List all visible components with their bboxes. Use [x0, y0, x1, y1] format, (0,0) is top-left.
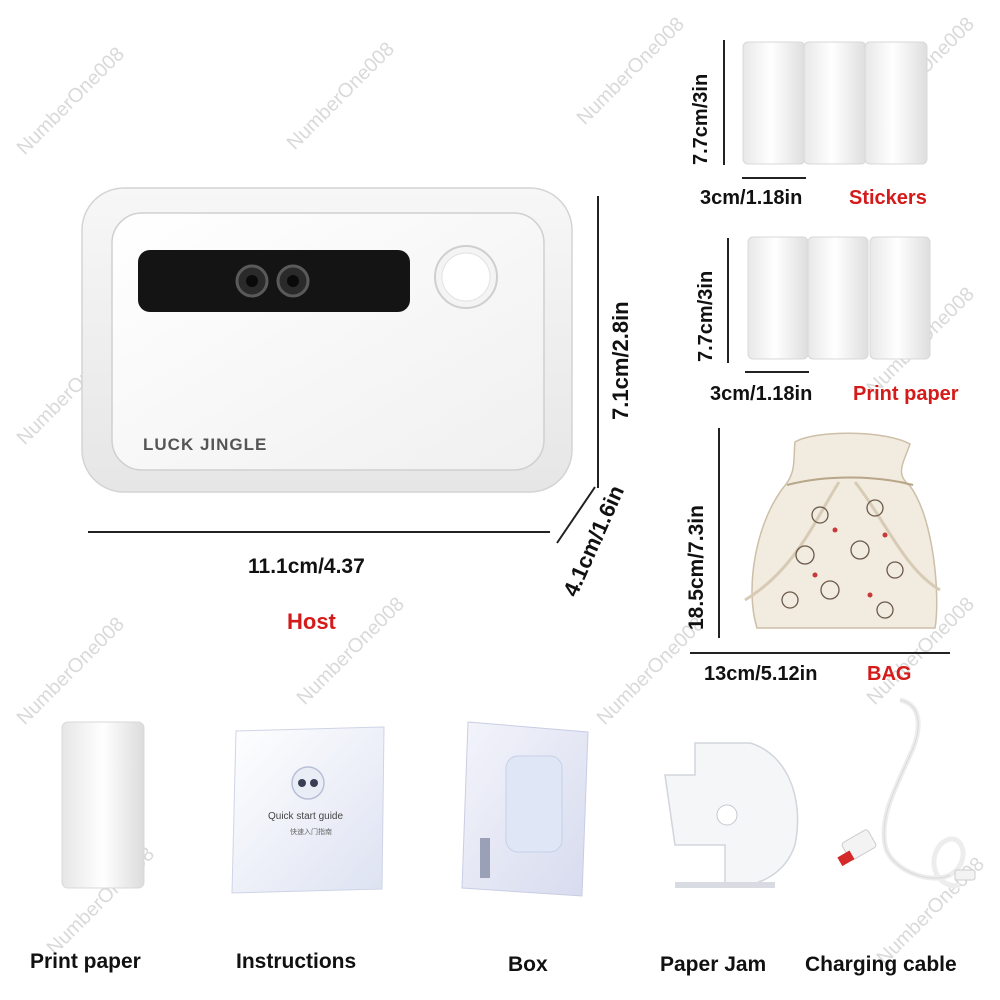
- print-paper-height-line: [727, 238, 729, 363]
- print-paper-width-line: [745, 371, 809, 373]
- stickers-width-line: [742, 177, 806, 179]
- host-height-label: 7.1cm/2.8in: [608, 301, 633, 420]
- bag-width-label: 13cm/5.12in: [704, 663, 818, 685]
- host-width-line: [88, 531, 550, 533]
- stickers-height-line: [723, 40, 725, 165]
- print-paper-height-label: 7.7cm/3in: [695, 270, 717, 362]
- accessory-print-paper-label: Print paper: [30, 950, 141, 973]
- guide-subtitle: 快速入门指南: [290, 829, 332, 836]
- paper-jam-tool: [664, 742, 799, 888]
- instructions-booklet: [231, 726, 385, 894]
- watermark: NumberOne008: [572, 13, 689, 130]
- sticker-rolls: [742, 41, 928, 165]
- printer-illustration: [81, 187, 573, 493]
- host-height-line: [597, 196, 599, 488]
- watermark: NumberOne008: [12, 43, 129, 160]
- accessory-instructions-label: Instructions: [236, 950, 357, 973]
- accessory-charging-cable-label: Charging cable: [805, 953, 957, 976]
- print-paper-width-label: 3cm/1.18in: [710, 383, 813, 405]
- stickers-height-label: 7.7cm/3in: [690, 73, 712, 165]
- host-width-label: 11.1cm/4.37: [248, 555, 365, 578]
- print-paper-rolls: [747, 236, 931, 360]
- guide-title: Quick start guide: [268, 811, 344, 822]
- host-brand: LUCK JINGLE: [143, 435, 268, 454]
- host-depth-line: [556, 486, 596, 544]
- printer-box: [461, 721, 589, 897]
- charging-cable: [837, 697, 976, 889]
- bag-width-line: [690, 652, 950, 654]
- stickers-caption: Stickers: [849, 187, 927, 209]
- bag-height-label: 18.5cm/7.3in: [685, 505, 708, 630]
- bag-caption: BAG: [867, 663, 912, 685]
- accessory-box-label: Box: [508, 953, 548, 976]
- bag-illustration: [744, 432, 941, 629]
- watermark: NumberOne008: [282, 38, 399, 155]
- single-paper-roll: [61, 721, 145, 889]
- bag-height-line: [718, 428, 720, 638]
- accessory-paper-jam-label: Paper Jam: [660, 953, 767, 976]
- host-caption: Host: [287, 609, 336, 634]
- watermark: NumberOne008: [12, 613, 129, 730]
- watermark: NumberOne008: [592, 613, 709, 730]
- print-paper-caption: Print paper: [853, 383, 959, 405]
- stickers-width-label: 3cm/1.18in: [700, 187, 803, 209]
